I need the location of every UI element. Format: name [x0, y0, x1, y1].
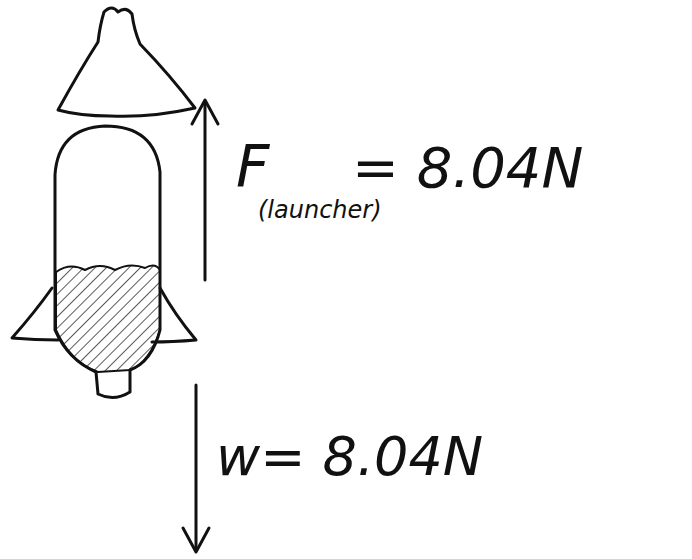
force-value: = 8.04N [352, 140, 583, 196]
arrowhead [183, 528, 209, 552]
bottle-body [55, 126, 160, 398]
arrowhead [192, 100, 218, 124]
weight-label: w= 8.04N [216, 430, 483, 484]
weight-arrow [195, 385, 198, 548]
force-arrow [204, 104, 207, 280]
fin [152, 288, 196, 342]
force-subscript: (launcher) [258, 198, 382, 222]
fin [12, 288, 58, 340]
force-symbol: F [236, 138, 269, 196]
nose-cone [58, 8, 195, 116]
